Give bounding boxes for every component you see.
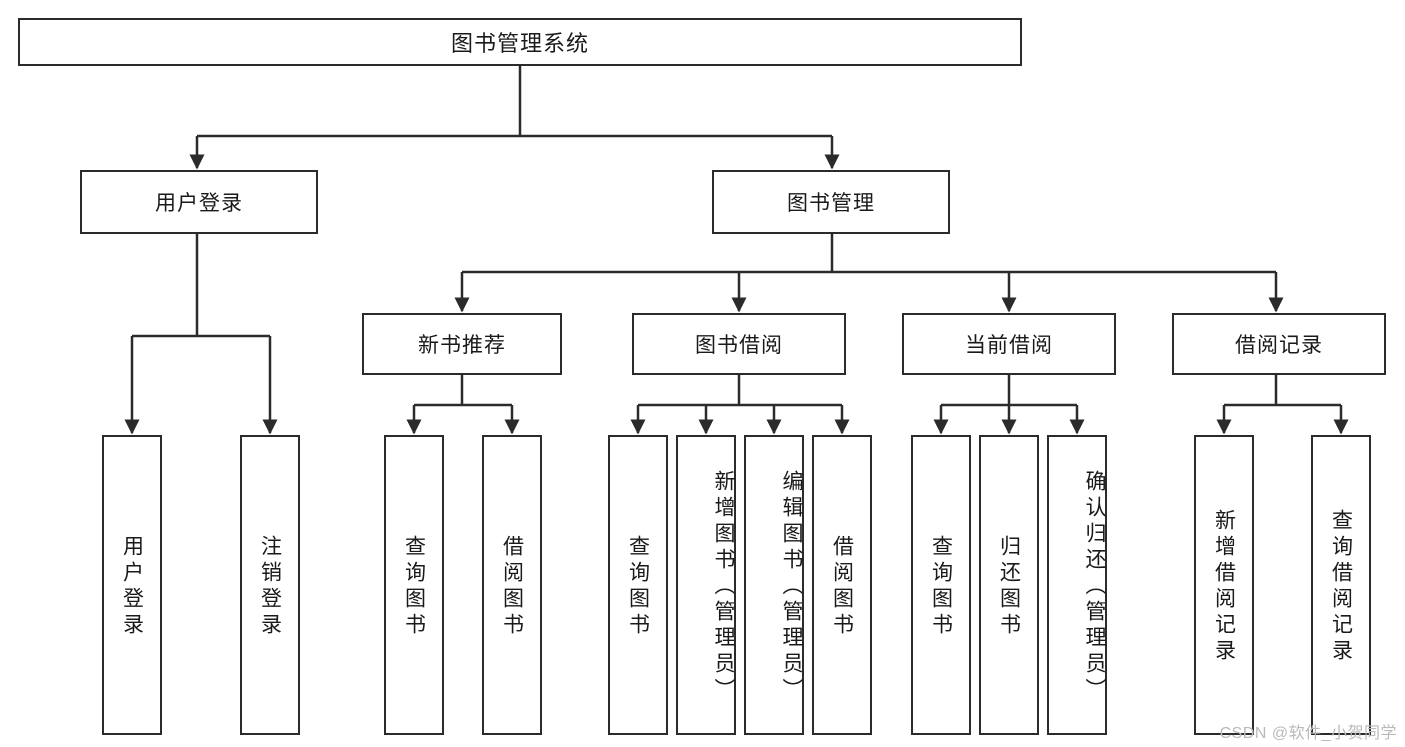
leaf-query-book-3[interactable]: 查询图书 <box>911 435 971 735</box>
leaf-query-book-2[interactable]: 查询图书 <box>608 435 668 735</box>
leaf-user-logout[interactable]: 注销登录 <box>240 435 300 735</box>
node-new-book-recommend[interactable]: 新书推荐 <box>362 313 562 375</box>
node-user-login-label: 用户登录 <box>155 192 243 215</box>
leaf-add-book-label: 新增图书（管理员） <box>712 470 735 704</box>
leaf-add-book[interactable]: 新增图书（管理员） <box>676 435 736 735</box>
leaf-borrow-book-1-label: 借阅图书 <box>500 535 524 639</box>
node-borrow-record-label: 借阅记录 <box>1235 334 1323 357</box>
node-book-borrow-label: 图书借阅 <box>695 334 783 357</box>
node-user-login[interactable]: 用户登录 <box>80 170 318 234</box>
leaf-user-login-label: 用户登录 <box>120 535 144 639</box>
leaf-add-record-label: 新增借阅记录 <box>1212 509 1236 665</box>
node-root-label: 图书管理系统 <box>450 31 589 56</box>
leaf-query-book-3-label: 查询图书 <box>929 535 953 639</box>
leaf-edit-book-label: 编辑图书（管理员） <box>780 470 803 704</box>
leaf-confirm-return[interactable]: 确认归还（管理员） <box>1047 435 1107 735</box>
leaf-borrow-book-1[interactable]: 借阅图书 <box>482 435 542 735</box>
node-borrow-record[interactable]: 借阅记录 <box>1172 313 1386 375</box>
leaf-confirm-return-label: 确认归还（管理员） <box>1083 470 1106 704</box>
leaf-query-record[interactable]: 查询借阅记录 <box>1311 435 1371 735</box>
leaf-query-record-label: 查询借阅记录 <box>1329 509 1353 665</box>
node-current-borrow-label: 当前借阅 <box>965 334 1053 357</box>
node-new-book-recommend-label: 新书推荐 <box>418 334 506 357</box>
leaf-borrow-book-2-label: 借阅图书 <box>830 535 854 639</box>
leaf-borrow-book-2[interactable]: 借阅图书 <box>812 435 872 735</box>
leaf-add-record[interactable]: 新增借阅记录 <box>1194 435 1254 735</box>
leaf-user-login[interactable]: 用户登录 <box>102 435 162 735</box>
leaf-query-book-1-label: 查询图书 <box>402 535 426 639</box>
node-current-borrow[interactable]: 当前借阅 <box>902 313 1116 375</box>
leaf-user-logout-label: 注销登录 <box>258 535 282 639</box>
watermark: CSDN @软件_小贺同学 <box>1219 725 1397 742</box>
node-root[interactable]: 图书管理系统 <box>18 18 1022 66</box>
leaf-query-book-2-label: 查询图书 <box>626 535 650 639</box>
leaf-return-book[interactable]: 归还图书 <box>979 435 1039 735</box>
node-book-manage-label: 图书管理 <box>787 192 875 215</box>
leaf-edit-book[interactable]: 编辑图书（管理员） <box>744 435 804 735</box>
leaf-query-book-1[interactable]: 查询图书 <box>384 435 444 735</box>
node-book-borrow[interactable]: 图书借阅 <box>632 313 846 375</box>
leaf-return-book-label: 归还图书 <box>997 535 1021 639</box>
node-book-manage[interactable]: 图书管理 <box>712 170 950 234</box>
